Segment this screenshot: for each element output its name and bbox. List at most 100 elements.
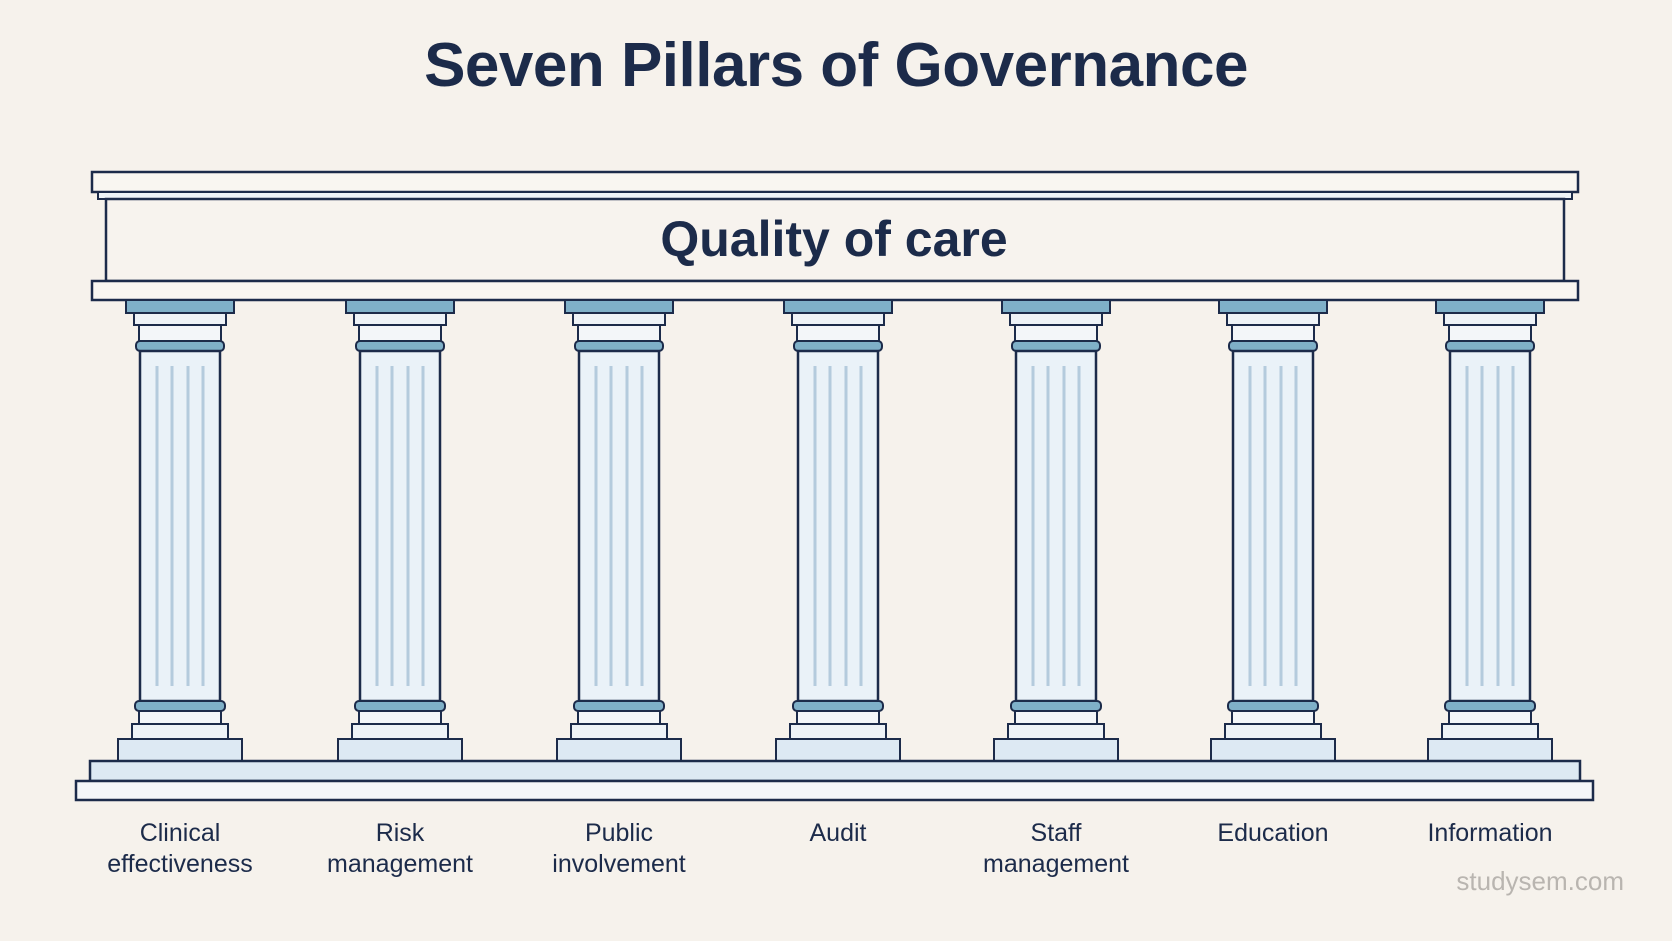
- pedestal: [775, 738, 901, 762]
- base-plinth: [570, 723, 668, 740]
- foundation-step: [74, 779, 1595, 802]
- pillar: [775, 299, 901, 762]
- pillar-label: Clinical effectiveness: [70, 818, 290, 880]
- stylobate: [88, 759, 1582, 783]
- base-torus: [1014, 710, 1098, 725]
- capital-neck: [1231, 324, 1315, 342]
- base-plinth: [1007, 723, 1105, 740]
- pillar-label: Education: [1163, 818, 1383, 849]
- pillar-label-line1: Risk: [375, 819, 425, 847]
- pillar-label-line2: effectiveness: [107, 850, 253, 878]
- shaft: [577, 349, 661, 703]
- pillar-label-line2: management: [327, 850, 473, 878]
- frieze: [104, 197, 1566, 283]
- pedestal: [1210, 738, 1336, 762]
- base-ring: [1010, 700, 1102, 712]
- capital-echinus: [1226, 312, 1320, 326]
- base-torus: [1231, 710, 1315, 725]
- capital-echinus: [572, 312, 666, 326]
- pillar-label-line1: Education: [1217, 819, 1329, 847]
- capital-ring: [574, 340, 664, 352]
- foundation: [74, 759, 1595, 802]
- capital-echinus: [133, 312, 227, 326]
- pillar: [1210, 299, 1336, 762]
- watermark: studysem.com: [1456, 866, 1624, 896]
- pillar-label: Audit: [728, 818, 948, 849]
- shaft: [138, 349, 222, 703]
- pillar-label: Staff management: [946, 818, 1166, 880]
- pillar: [993, 299, 1119, 762]
- capital-neck: [1448, 324, 1532, 342]
- pillar-label-line1: Information: [1427, 819, 1553, 847]
- shaft: [1448, 349, 1532, 703]
- base-ring: [134, 700, 226, 712]
- capital-echinus: [1009, 312, 1103, 326]
- base-torus: [796, 710, 880, 725]
- pedestal: [556, 738, 682, 762]
- cornice: [90, 170, 1580, 194]
- capital-ring: [135, 340, 225, 352]
- page-title: Seven Pillars of Governance: [424, 31, 1248, 100]
- base-plinth: [789, 723, 887, 740]
- shaft: [358, 349, 442, 703]
- roof-entablature: Quality of care: [90, 170, 1580, 302]
- capital-ring: [1011, 340, 1101, 352]
- capital-neck: [577, 324, 661, 342]
- base-ring: [573, 700, 665, 712]
- shaft: [1014, 349, 1098, 703]
- pillar: [1427, 299, 1553, 762]
- capital-abacus: [1435, 299, 1545, 314]
- capital-abacus: [783, 299, 893, 314]
- capital-echinus: [353, 312, 447, 326]
- pillar: [556, 299, 682, 762]
- capital-neck: [1014, 324, 1098, 342]
- roof-label: Quality of care: [660, 211, 1007, 267]
- pedestal: [117, 738, 243, 762]
- pedestal: [1427, 738, 1553, 762]
- base-torus: [358, 710, 442, 725]
- capital-echinus: [791, 312, 885, 326]
- capital-ring: [1228, 340, 1318, 352]
- capital-abacus: [1001, 299, 1111, 314]
- capital-neck: [138, 324, 222, 342]
- capital-ring: [793, 340, 883, 352]
- pedestal: [993, 738, 1119, 762]
- capital-abacus: [1218, 299, 1328, 314]
- base-ring: [1227, 700, 1319, 712]
- base-torus: [138, 710, 222, 725]
- capital-echinus: [1443, 312, 1537, 326]
- capital-abacus: [564, 299, 674, 314]
- pillar-label-line1: Clinical: [139, 819, 221, 847]
- base-plinth: [131, 723, 229, 740]
- base-ring: [354, 700, 446, 712]
- capital-neck: [796, 324, 880, 342]
- pillar-label: Risk management: [290, 818, 510, 880]
- base-torus: [577, 710, 661, 725]
- capital-neck: [358, 324, 442, 342]
- pillar-label-line1: Public: [584, 819, 654, 847]
- architrave: [90, 279, 1580, 302]
- capital-ring: [1445, 340, 1535, 352]
- capital-ring: [355, 340, 445, 352]
- pedestal: [337, 738, 463, 762]
- base-plinth: [1441, 723, 1539, 740]
- pillar-label: Public involvement: [509, 818, 729, 880]
- pillar: [337, 299, 463, 762]
- base-ring: [792, 700, 884, 712]
- pillars-group: [117, 299, 1553, 762]
- shaft: [796, 349, 880, 703]
- pillar-label-line1: Audit: [809, 819, 867, 847]
- base-plinth: [351, 723, 449, 740]
- base-torus: [1448, 710, 1532, 725]
- pillar-label-line2: management: [983, 850, 1129, 878]
- pillar-label-line1: Staff: [1030, 819, 1082, 847]
- pillar-label-line2: involvement: [552, 850, 686, 878]
- capital-abacus: [345, 299, 455, 314]
- base-plinth: [1224, 723, 1322, 740]
- base-ring: [1444, 700, 1536, 712]
- pillar-label: Information: [1380, 818, 1600, 849]
- shaft: [1231, 349, 1315, 703]
- capital-abacus: [125, 299, 235, 314]
- pillar: [117, 299, 243, 762]
